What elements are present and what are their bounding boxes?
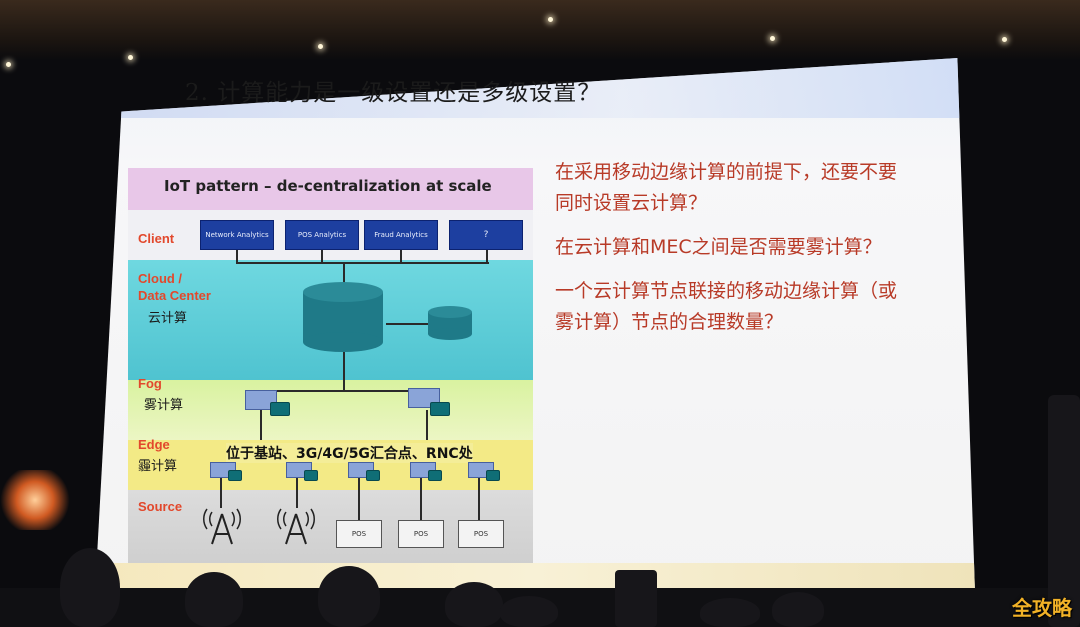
connector-line xyxy=(220,478,222,508)
data-center-cylinder-top xyxy=(303,282,383,302)
edge-label-cn: 霾计算 xyxy=(138,459,178,474)
question-item: 一个云计算节点联接的移动边缘计算（或雾计算）节点的合理数量？ xyxy=(555,280,898,333)
cloud-label-line2: Data Center xyxy=(138,288,211,303)
ceiling-light xyxy=(1002,37,1007,42)
edge-layer xyxy=(128,440,533,490)
audience-head xyxy=(318,566,380,627)
client-bus-line xyxy=(236,262,489,264)
pos-terminal: POS xyxy=(336,520,382,548)
ceiling-light xyxy=(548,17,553,22)
connector-line xyxy=(343,352,345,392)
edge-node-device xyxy=(228,470,242,481)
iot-diagram: IoT pattern – de-centralization at scale… xyxy=(128,168,533,563)
client-box-network-analytics: Network Analytics xyxy=(200,220,274,250)
connector-line xyxy=(486,250,488,263)
connector-line xyxy=(260,410,262,440)
connector-line xyxy=(420,478,422,520)
ceiling-light xyxy=(6,62,11,67)
connector-line xyxy=(478,478,480,520)
question-list: 在采用移动边缘计算的前提下，还要不要同时设置云计算？ 在云计算和MEC之间是否需… xyxy=(555,157,915,351)
connector-line xyxy=(236,250,238,263)
edge-node-device xyxy=(366,470,380,481)
diagram-title: IoT pattern – de-centralization at scale xyxy=(164,177,492,195)
diagram-header-band xyxy=(128,168,533,210)
connector-line xyxy=(426,410,428,440)
small-database-cylinder-top xyxy=(428,306,472,318)
edge-node-device xyxy=(304,470,318,481)
edge-location-annotation: 位于基站、3G/4G/5G汇合点、RNC处 xyxy=(226,443,473,463)
question-item: 在云计算和MEC之间是否需要雾计算？ xyxy=(555,236,882,258)
fog-node xyxy=(245,390,277,410)
audience-head xyxy=(60,548,120,627)
fog-bus-line xyxy=(260,390,428,392)
arrow-line xyxy=(386,323,428,325)
connector-line xyxy=(296,478,298,508)
connector-line xyxy=(321,250,323,263)
connector-line xyxy=(343,262,345,284)
audience-head xyxy=(700,598,760,627)
fog-label: Fog xyxy=(138,376,162,391)
cloud-label-cn: 云计算 xyxy=(148,311,188,326)
edge-node-device xyxy=(428,470,442,481)
audience-head xyxy=(185,572,243,627)
small-database-cylinder-bottom xyxy=(428,328,472,340)
connector-line xyxy=(400,250,402,263)
cloud-label-line1: Cloud / xyxy=(138,271,183,286)
audience-head xyxy=(445,582,503,627)
client-box-pos-analytics: POS Analytics xyxy=(285,220,359,250)
client-box-unknown: ? xyxy=(449,220,523,250)
fog-label-cn: 雾计算 xyxy=(144,398,184,413)
fog-node-device xyxy=(270,402,290,416)
pos-terminal: POS xyxy=(458,520,504,548)
data-center-cylinder-bottom xyxy=(303,332,383,352)
slide-title: 2. 计算能力是一级设置还是多级设置？ xyxy=(185,80,602,106)
fog-node-device xyxy=(430,402,450,416)
audience-head xyxy=(772,592,824,627)
edge-node-device xyxy=(486,470,500,481)
connector-line xyxy=(358,478,360,520)
audience-head xyxy=(500,596,558,627)
ceiling-light xyxy=(318,44,323,49)
client-box-fraud-analytics: Fraud Analytics xyxy=(364,220,438,250)
question-item: 在采用移动边缘计算的前提下，还要不要同时设置云计算？ xyxy=(555,161,898,214)
edge-label: Edge xyxy=(138,437,170,452)
cell-tower-icon xyxy=(277,508,315,545)
pos-terminal: POS xyxy=(398,520,444,548)
ceiling-light xyxy=(770,36,775,41)
watermark-logo: 全攻略 xyxy=(1012,596,1072,620)
client-label: Client xyxy=(138,231,175,246)
ceiling xyxy=(0,0,1080,60)
source-label: Source xyxy=(138,499,183,514)
cell-tower-icon xyxy=(203,508,241,545)
speaker-silhouette xyxy=(1048,395,1080,627)
ceiling-light xyxy=(128,55,133,60)
phone-silhouette xyxy=(615,570,657,627)
fog-layer xyxy=(128,380,533,440)
podium-flowers xyxy=(0,470,70,530)
